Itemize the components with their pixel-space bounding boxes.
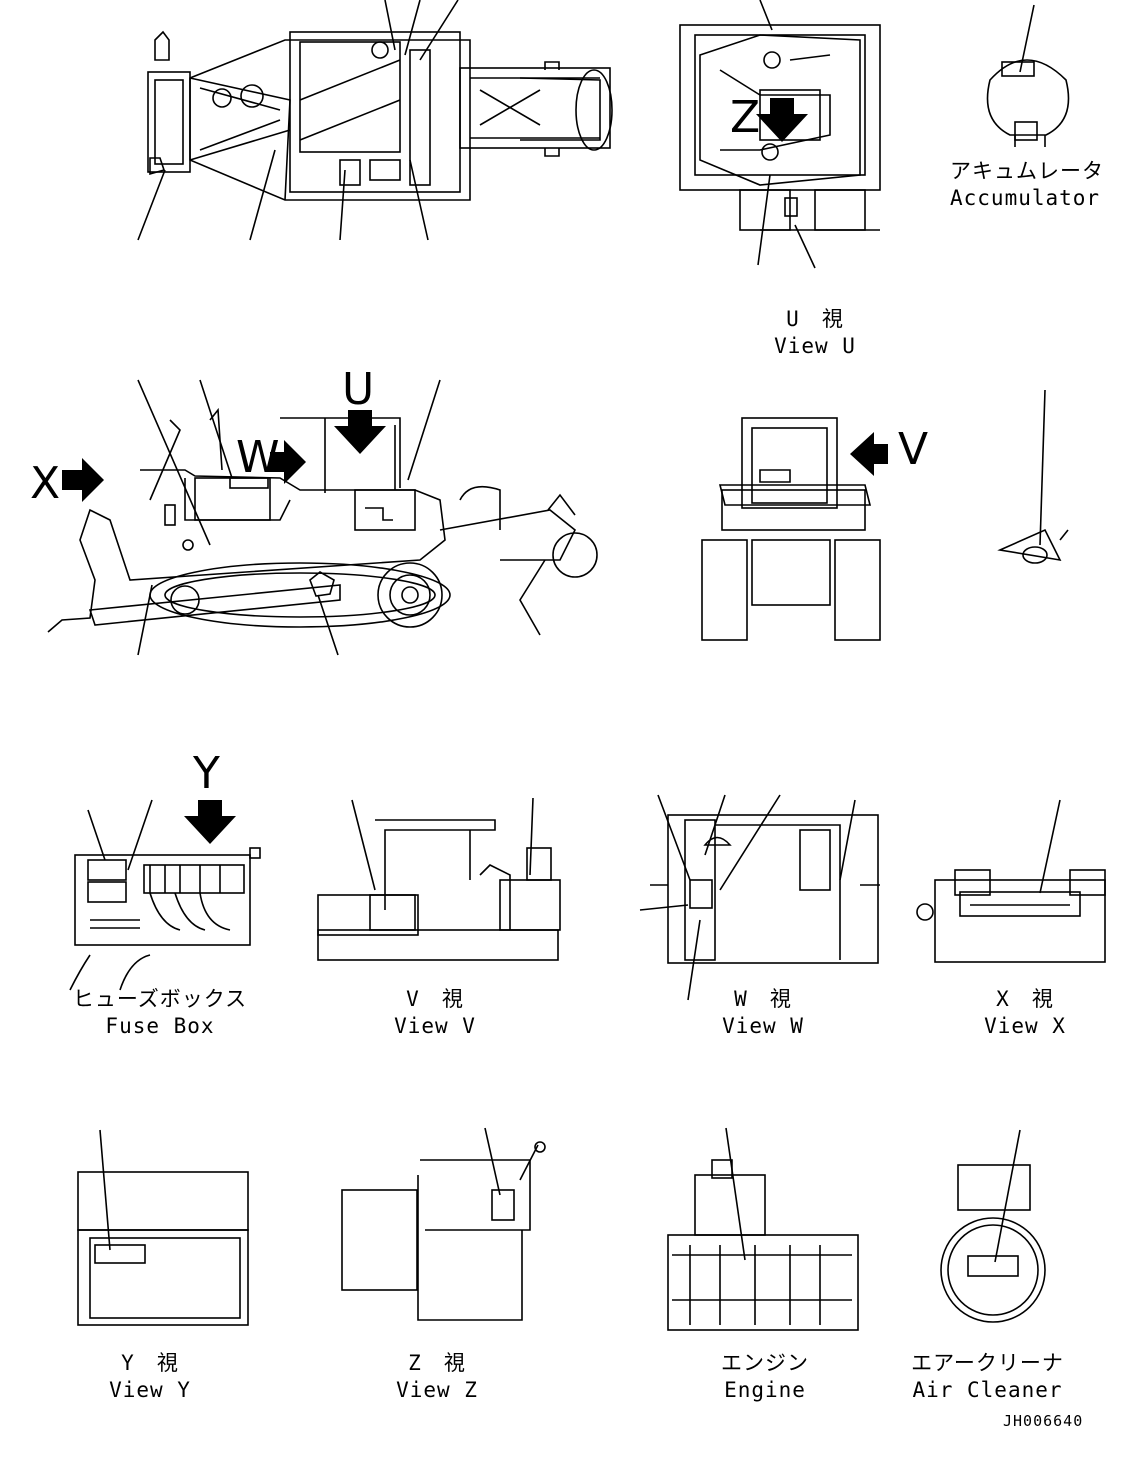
view-x-drawing bbox=[916, 799, 1106, 963]
arrow-u bbox=[334, 410, 386, 454]
side-view-leader-lines bbox=[137, 379, 441, 656]
view-z-drawing bbox=[341, 1127, 546, 1321]
view-letter-u: U bbox=[342, 364, 375, 415]
view-letter-w: W bbox=[236, 432, 280, 483]
view-v-drawing bbox=[317, 797, 561, 961]
accumulator-drawing bbox=[986, 4, 1070, 147]
view-y-drawing bbox=[77, 1129, 249, 1326]
view-letter-v: V bbox=[898, 424, 929, 475]
engine-drawing bbox=[667, 1127, 859, 1331]
view-letter-z: Z bbox=[730, 92, 761, 143]
air-cleaner-drawing bbox=[940, 1129, 1046, 1323]
arrow-v bbox=[850, 432, 888, 476]
side-view-machine bbox=[47, 407, 598, 636]
view-u-drawing bbox=[679, 0, 881, 269]
view-letter-x: X bbox=[30, 458, 61, 509]
arrow-x bbox=[62, 458, 104, 502]
fuse-box-drawing bbox=[69, 799, 261, 991]
top-view-leader-lines bbox=[137, 0, 459, 241]
arrow-y bbox=[184, 800, 236, 844]
arrow-z bbox=[756, 98, 808, 142]
rear-view-machine bbox=[701, 389, 1069, 641]
document-id: JH006640 bbox=[1003, 1412, 1084, 1430]
arrow-w bbox=[270, 440, 306, 484]
top-view-machine bbox=[147, 30, 613, 201]
view-w-drawing bbox=[639, 794, 880, 1001]
view-letter-y: Y bbox=[193, 748, 220, 799]
